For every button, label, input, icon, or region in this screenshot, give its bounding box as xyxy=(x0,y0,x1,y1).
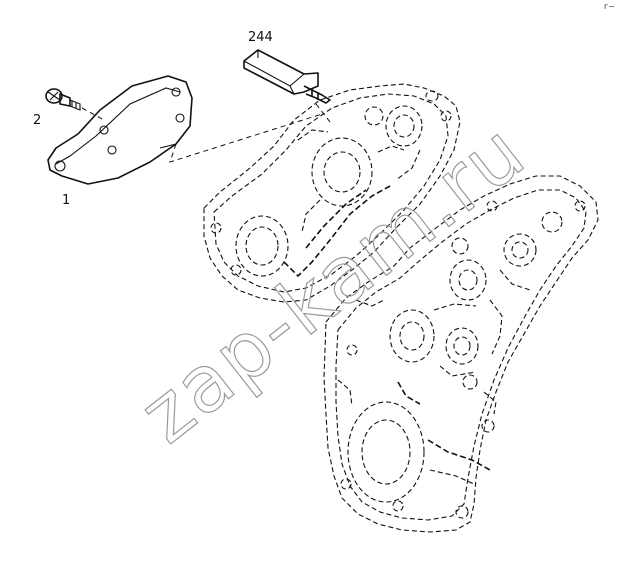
cover-plate-part xyxy=(47,75,193,185)
sensor-part xyxy=(243,49,331,104)
screw-leader-line xyxy=(81,107,105,121)
corner-mark: г~ xyxy=(604,2,615,11)
sensor-callout: 244 xyxy=(248,30,273,45)
sensor-leader-line xyxy=(315,103,331,123)
screw-callout: 2 xyxy=(33,113,41,128)
cover-leader-line xyxy=(169,113,323,163)
cover-plate-callout: 1 xyxy=(62,193,70,208)
watermark-text: zap-kam.ru xyxy=(124,107,542,461)
engine-block-part xyxy=(323,175,599,533)
upper-housing-part xyxy=(203,83,461,303)
screw-part xyxy=(45,88,81,111)
